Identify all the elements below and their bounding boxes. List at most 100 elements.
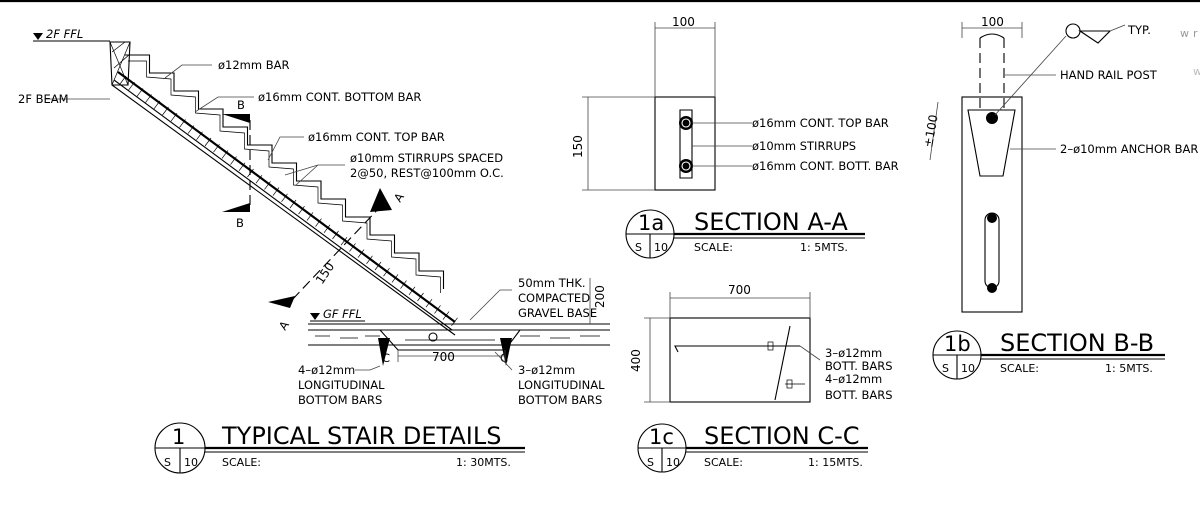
label-gravel-line2: COMPACTED [518,291,590,305]
section-cc-detail: 700 400 3–ø12mm BOTT. BARS 4–ø12mm BOTT.… [629,283,893,403]
title-block-section-bb: 1b S 10 SECTION B-B SCALE: 1: 5MTS. [932,329,1165,380]
label-top-bar: ø16mm CONT. TOP BAR [308,130,445,144]
section-aa-bottom-bar [679,159,693,173]
section-aa-dim-width: 100 [672,15,695,29]
label-gravel-line1: 50mm THK. [518,276,586,290]
section-bb-dim-slope: ±100 [921,114,941,149]
title-1a-sheet: S [635,241,642,254]
stair-step-rebar [128,60,441,293]
section-cc-dim-height: 400 [629,349,643,372]
section-bb-detail: 100 ±100 TYP. HAND RAIL POST 2–ø10mm ANC… [921,15,1200,313]
section-cc-outline [669,317,811,403]
section-bb-typ: TYP. [1127,23,1151,37]
title-1c-sheet: S [647,456,654,469]
title-1c-number: 1c [649,425,674,449]
stair-slab-hatch [119,75,458,327]
label-2f-beam: 2F BEAM [18,92,69,106]
label-gravel-line3: GRAVEL BASE [518,306,597,320]
level-marker-gf [310,313,320,320]
section-bb-hand-rail-label: HAND RAIL POST [1060,68,1158,82]
label-long-left-3: BOTTOM BARS [298,393,382,407]
level-label-2f: 2F FFL [46,27,83,41]
cut-marker-c-right [500,338,512,366]
section-cc-label-1: 3–ø12mm [825,346,882,360]
dim-700-stair: 700 [432,350,455,364]
title-1a-text: SECTION A-A [694,208,848,236]
section-aa-top-bar [679,116,693,130]
section-aa-label-stirrups: ø10mm STIRRUPS [752,139,856,153]
level-marker-2f [33,33,43,40]
svg-text:r: r [1193,27,1198,40]
title-block-stair: 1 S 10 TYPICAL STAIR DETAILS SCALE: 1: 3… [154,422,525,474]
title-block-section-cc: 1c S 10 SECTION C-C SCALE: 1: 15MTS. [637,422,868,473]
cut-marker-c-left [378,338,390,366]
label-long-left-1: 4–ø12mm [298,363,355,377]
title-1c-scale-value: 1: 15MTS. [808,456,863,469]
label-long-right-1: 3–ø12mm [518,363,575,377]
title-1b-text: SECTION B-B [1000,329,1154,357]
cut-marker-a-top [370,188,392,212]
section-bb-outline [961,96,1023,313]
title-1c-scale-label: SCALE: [704,456,743,469]
svg-text:w: w [1180,27,1189,40]
section-aa-label-bottom: ø16mm CONT. BOTT. BAR [752,159,899,173]
stair-steps-profile [125,54,445,289]
stair-top-bar [117,71,456,323]
title-1-number: 1 [172,425,185,449]
bb-stirrup [984,212,1000,289]
cut-marker-a-bottom [268,296,295,308]
label-stirrups-line2: 2@50, REST@100mm O.C. [350,166,504,180]
label-long-right-3: BOTTOM BARS [518,393,602,407]
title-1b-scale-value: 1: 5MTS. [1105,362,1153,375]
title-1b-scale-label: SCALE: [1000,362,1039,375]
svg-text:w: w [1193,65,1200,78]
title-1a-number: 1a [638,211,664,235]
cut-marker-b-bottom [222,203,250,212]
title-1-sheet: S [164,456,171,469]
section-bb-dim-width: 100 [981,15,1004,29]
title-1-scale-label: SCALE: [222,456,261,469]
label-long-right-2: LONGITUDINAL [518,378,605,392]
label-bottom-bar: ø16mm CONT. BOTTOM BAR [258,90,421,104]
title-1-sheet-num: 10 [184,456,198,469]
section-aa-dim-height: 150 [571,135,585,158]
cut-marker-b-top [222,114,250,123]
title-1a-scale-value: 1: 5MTS. [800,241,848,254]
title-1b-number: 1b [944,332,971,356]
dim-150-stair: 150 [313,260,337,287]
title-1b-sheet-num: 10 [961,362,975,375]
stair-elevation: 2F FFL GF FFL B B A [18,27,610,407]
section-aa-stirrup [679,109,693,179]
title-1-text: TYPICAL STAIR DETAILS [221,422,501,450]
cut-label-a-top: A [391,190,407,204]
title-1a-sheet-num: 10 [654,241,668,254]
section-aa-detail: 100 150 ø16mm CONT. TOP BAR ø10mm STIRRU… [571,15,899,191]
title-1c-sheet-num: 10 [666,456,680,469]
section-aa-outline [654,96,716,191]
level-label-gf: GF FFL [323,307,362,321]
cut-label-c-left: C [382,351,390,365]
stair-bottom-bar [113,79,453,331]
cut-label-b-top: B [237,98,245,112]
section-bb-anchor-label: 2–ø10mm ANCHOR BAR [1060,142,1198,156]
title-1c-text: SECTION C-C [704,422,860,450]
section-cc-label-4: BOTT. BARS [825,388,893,402]
title-1a-scale-label: SCALE: [694,241,733,254]
cut-label-a-bottom: A [276,318,292,332]
cut-label-c-right: C [500,351,508,365]
label-stirrups-line1: ø10mm STIRRUPS SPACED [350,151,503,165]
section-aa-label-top: ø16mm CONT. TOP BAR [752,116,889,130]
cut-label-b-bottom: B [236,216,244,230]
section-cc-dim-width: 700 [728,283,751,297]
title-block-section-aa: 1a S 10 SECTION A-A SCALE: 1: 5MTS. [625,208,865,259]
section-cc-label-2: BOTT. BARS [825,359,893,373]
title-1-scale-value: 1: 30MTS. [456,456,511,469]
dim-200-stair: 200 [593,285,607,308]
label-long-left-2: LONGITUDINAL [298,378,385,392]
label-12mm-bar: ø12mm BAR [218,58,289,72]
section-cc-label-3: 4–ø12mm [825,372,882,386]
title-1b-sheet: S [942,362,949,375]
stair-slab-soffit [111,84,456,336]
